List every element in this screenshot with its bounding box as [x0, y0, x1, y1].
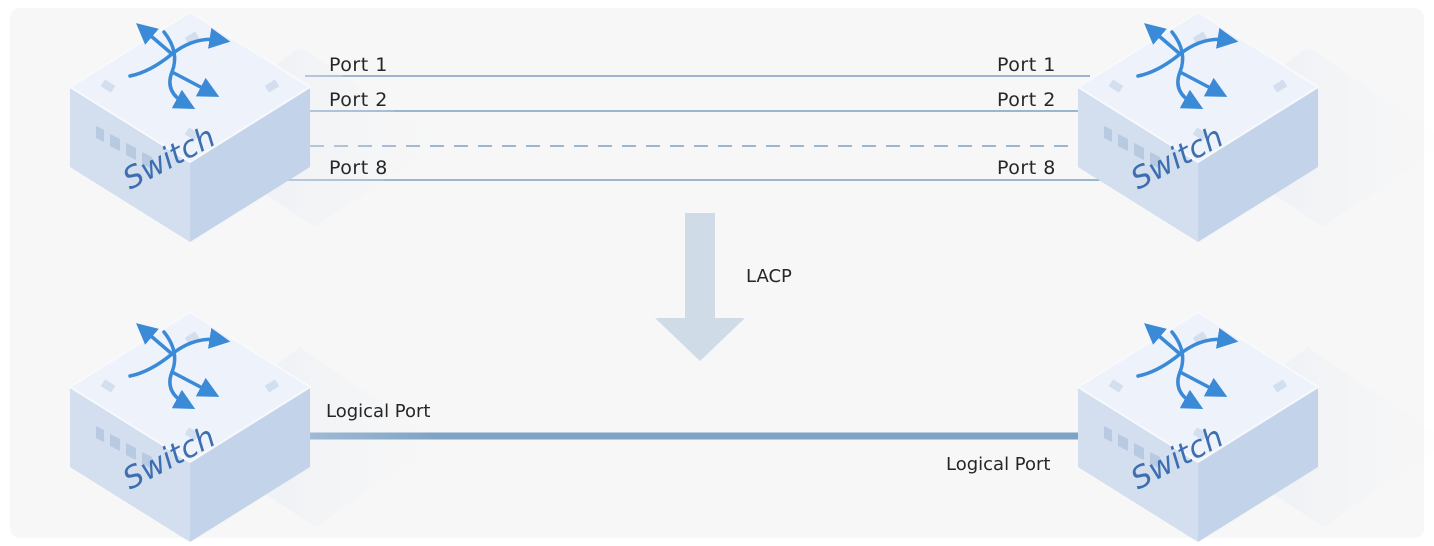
switch-bottom-left: Switch: [70, 312, 440, 542]
switch-top-right: Switch: [1078, 12, 1434, 242]
lacp-label: LACP: [746, 266, 792, 287]
left-port-2-label: Port 2: [329, 89, 388, 111]
right-port-8-label: Port 8: [997, 157, 1056, 179]
switch-top-left: Switch: [70, 12, 440, 242]
left-port-8-label: Port 8: [329, 157, 388, 179]
logical-port-left-label: Logical Port: [326, 401, 430, 422]
left-port-1-label: Port 1: [329, 54, 388, 76]
top-links: [255, 75, 1140, 181]
switch-bottom-right: Switch: [1078, 312, 1434, 542]
right-port-2-label: Port 2: [997, 89, 1056, 111]
logical-port-right-label: Logical Port: [946, 454, 1050, 475]
lacp-arrow: [655, 213, 745, 361]
right-port-1-label: Port 1: [997, 54, 1056, 76]
